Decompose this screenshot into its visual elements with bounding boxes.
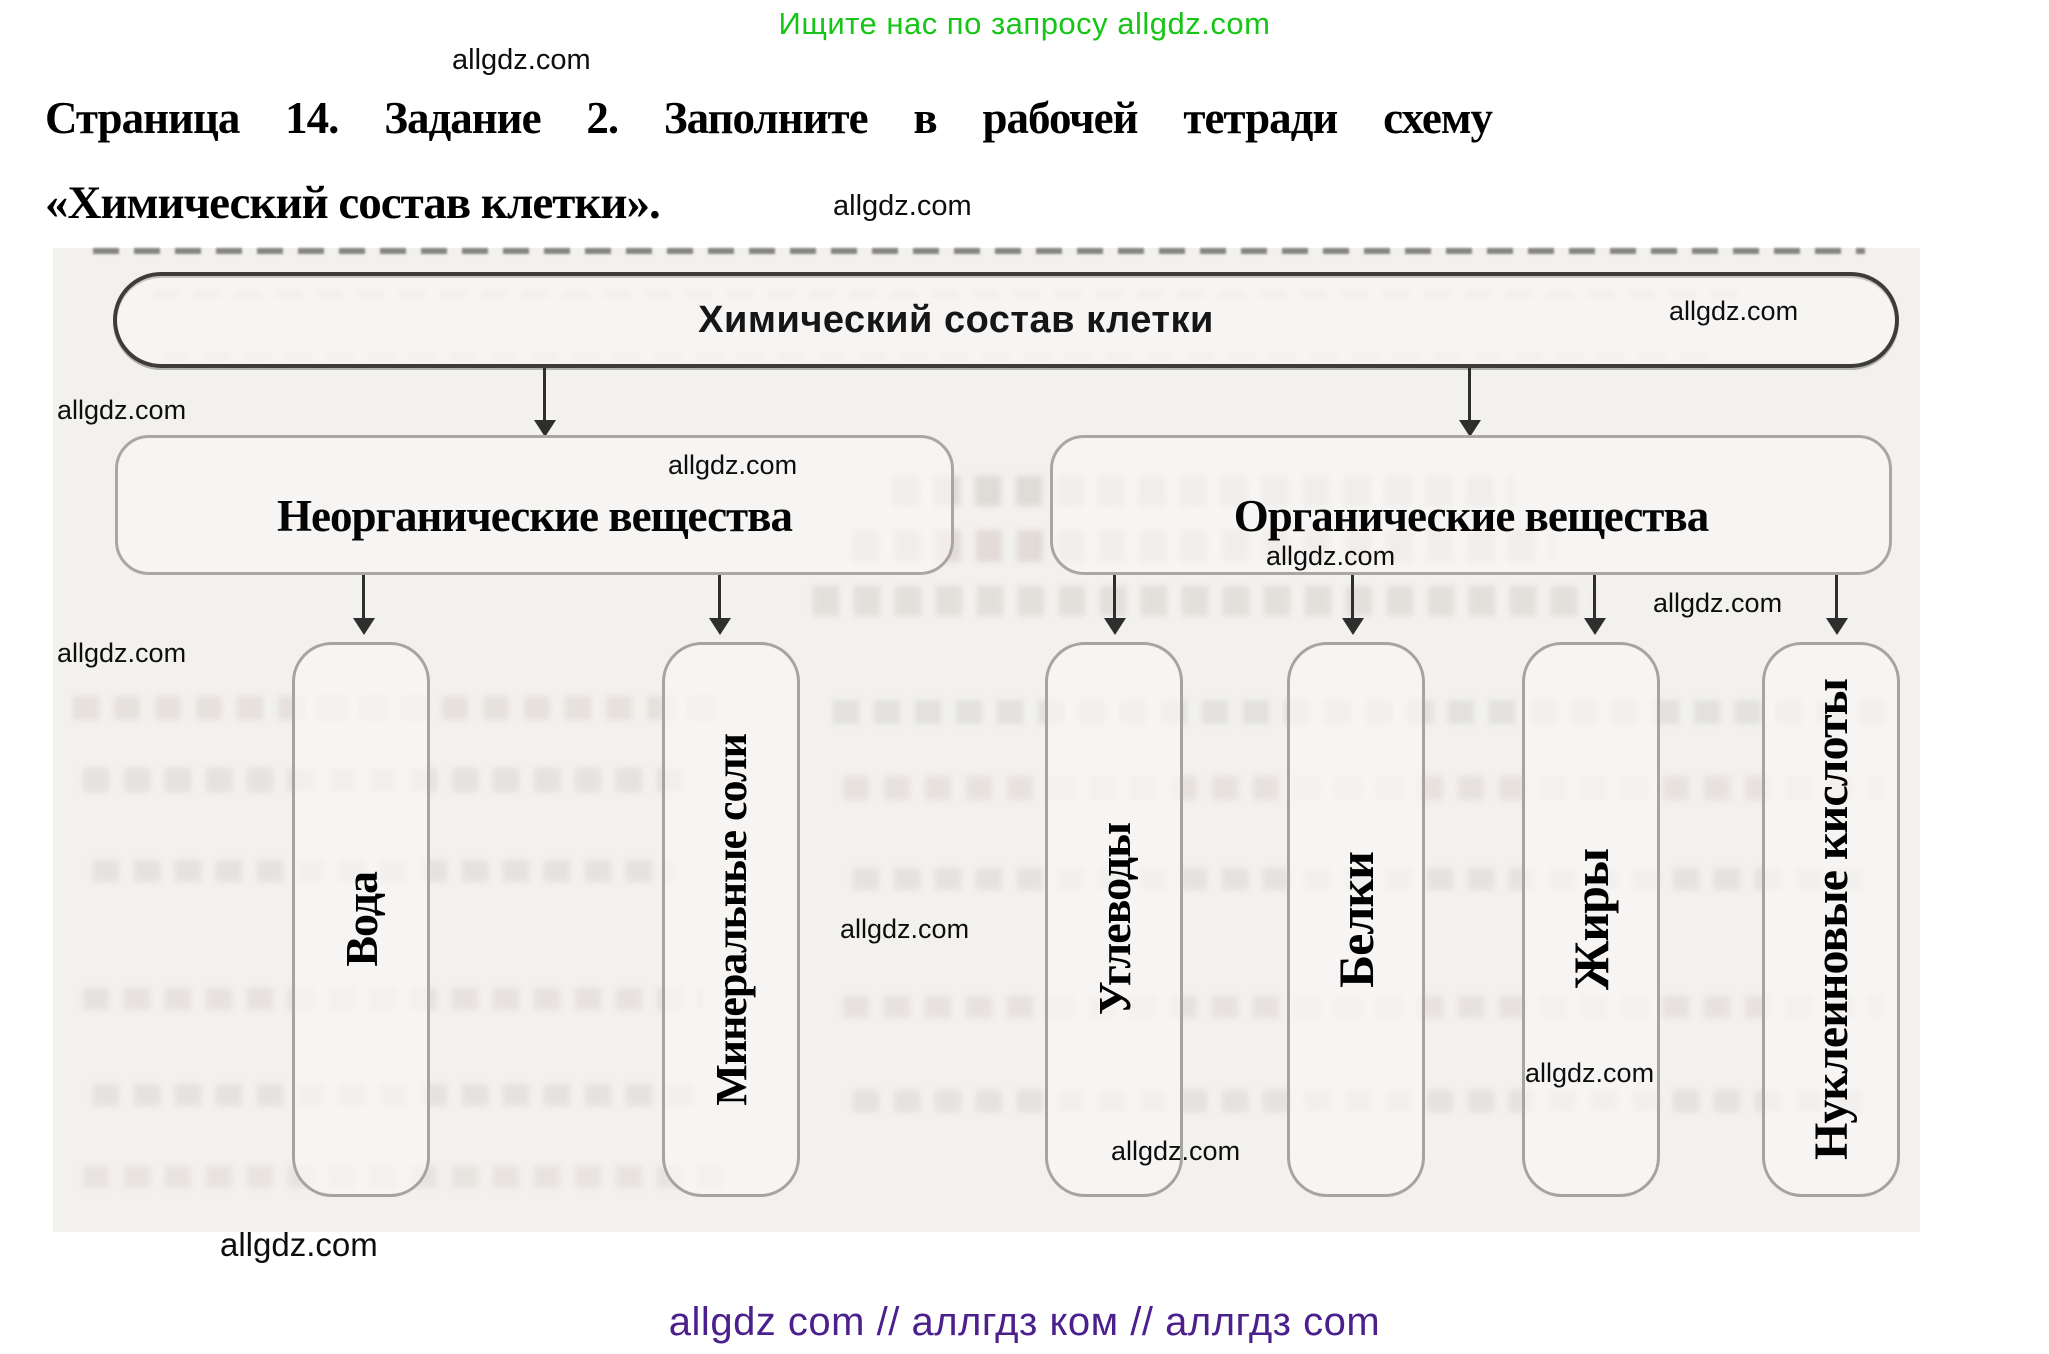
watermark: allgdz.com xyxy=(1669,296,1799,326)
diagram-leaf-carbohydrates-label: Углеводы xyxy=(1088,823,1140,1016)
watermark: allgdz.com xyxy=(1525,1058,1655,1088)
diagram-branch-organic-box: Органические вещества xyxy=(1050,435,1892,575)
arrow-down-icon xyxy=(543,368,546,421)
watermark: allgdz.com xyxy=(1111,1136,1241,1166)
arrow-down-icon xyxy=(1351,575,1354,619)
diagram-leaf-water-label: Вода xyxy=(335,872,387,967)
diagram-leaf-proteins-label: Белки xyxy=(1328,851,1384,988)
diagram-branch-inorganic-label: Неорганические вещества xyxy=(277,491,793,541)
diagram-leaf-fats-box: Жиры xyxy=(1522,642,1660,1197)
diagram-leaf-nucleic-acids-box: Нуклеиновые кислоты xyxy=(1762,642,1900,1197)
scan-noise xyxy=(813,586,1593,616)
watermark: allgdz.com xyxy=(452,44,591,76)
footer-links: allgdz com // аллгдз ком // аллгдз com xyxy=(668,1300,1381,1344)
promo-banner: Ищите нас по запросу allgdz.com xyxy=(778,6,1271,41)
diagram-branch-organic-label: Органические вещества xyxy=(1233,491,1709,541)
arrow-down-icon xyxy=(1468,368,1471,421)
scan-noise xyxy=(93,248,1865,254)
arrow-down-icon xyxy=(362,575,365,619)
diagram-leaf-water-box: Вода xyxy=(292,642,430,1197)
task-heading-line1: Страница 14. Задание 2. Заполните в рабо… xyxy=(45,93,1493,143)
diagram-leaf-nucleic-acids-label: Нуклеиновые кислоты xyxy=(1804,678,1858,1160)
diagram-leaf-proteins-box: Белки xyxy=(1287,642,1425,1197)
diagram-root-label: Химический состав клетки xyxy=(698,298,1214,341)
diagram-leaf-mineral-salts-label: Минеральные соли xyxy=(706,733,756,1106)
watermark: allgdz.com xyxy=(1266,541,1396,571)
diagram-branch-inorganic-box: Неорганические вещества xyxy=(115,435,954,575)
diagram-leaf-mineral-salts-box: Минеральные соли xyxy=(662,642,800,1197)
watermark: allgdz.com xyxy=(1653,588,1783,618)
diagram-leaf-fats-label: Жиры xyxy=(1563,848,1619,991)
arrow-down-icon xyxy=(1593,575,1596,619)
arrow-down-icon xyxy=(718,575,721,619)
diagram-root-box: Химический состав клетки xyxy=(113,272,1899,368)
watermark: allgdz.com xyxy=(57,395,187,425)
task-heading-line2: «Химический состав клетки». xyxy=(45,177,661,229)
watermark: allgdz.com xyxy=(668,450,798,480)
watermark: allgdz.com xyxy=(220,1226,378,1263)
watermark: allgdz.com xyxy=(57,638,187,668)
watermark: allgdz.com xyxy=(833,190,972,222)
arrow-down-icon xyxy=(1113,575,1116,619)
diagram-leaf-carbohydrates-box: Углеводы xyxy=(1045,642,1183,1197)
arrow-down-icon xyxy=(1835,575,1838,619)
watermark: allgdz.com xyxy=(840,914,970,944)
